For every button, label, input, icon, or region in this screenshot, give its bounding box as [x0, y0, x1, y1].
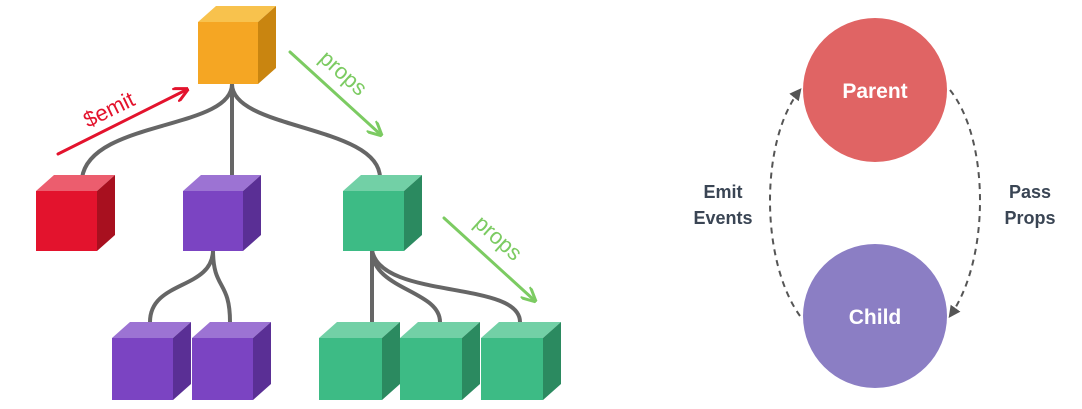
pass-props-arrow [948, 89, 981, 318]
props-label-right: props [470, 210, 528, 265]
edge-root-red [80, 82, 234, 180]
edge-purple-child1 [148, 248, 215, 324]
edge-green-child3 [370, 248, 522, 324]
parent-node [803, 18, 947, 162]
emit-events-line2: Events [693, 208, 752, 228]
parent-label: Parent [842, 80, 907, 103]
emit-events-arrow [769, 88, 802, 317]
edge-root-green [230, 82, 382, 180]
purple-cube [183, 175, 261, 251]
edge-purple-child2 [211, 248, 232, 324]
props-label-top: props [315, 45, 373, 100]
pass-props-label: Pass Props [1004, 182, 1055, 228]
emit-label: $emit [79, 86, 138, 132]
child-label: Child [849, 306, 902, 329]
green-child-cube-2 [400, 322, 480, 400]
green-cube [343, 175, 422, 251]
props-arrow-right [442, 216, 534, 300]
props-arrow-top [288, 50, 380, 134]
root-cube [198, 6, 276, 84]
tree-edges [80, 82, 522, 324]
red-cube [36, 175, 115, 251]
green-child-cube-3 [481, 322, 561, 400]
edge-green-child2 [370, 248, 442, 324]
pass-props-line2: Props [1004, 208, 1055, 228]
purple-child-cube-1 [112, 322, 191, 400]
emit-arrow [56, 90, 186, 156]
emit-events-label: Emit Events [693, 182, 752, 228]
child-node [803, 244, 947, 388]
green-child-cube-1 [319, 322, 400, 400]
pass-props-line1: Pass [1009, 182, 1051, 202]
purple-child-cube-2 [192, 322, 271, 400]
emit-events-line1: Emit [703, 182, 742, 202]
